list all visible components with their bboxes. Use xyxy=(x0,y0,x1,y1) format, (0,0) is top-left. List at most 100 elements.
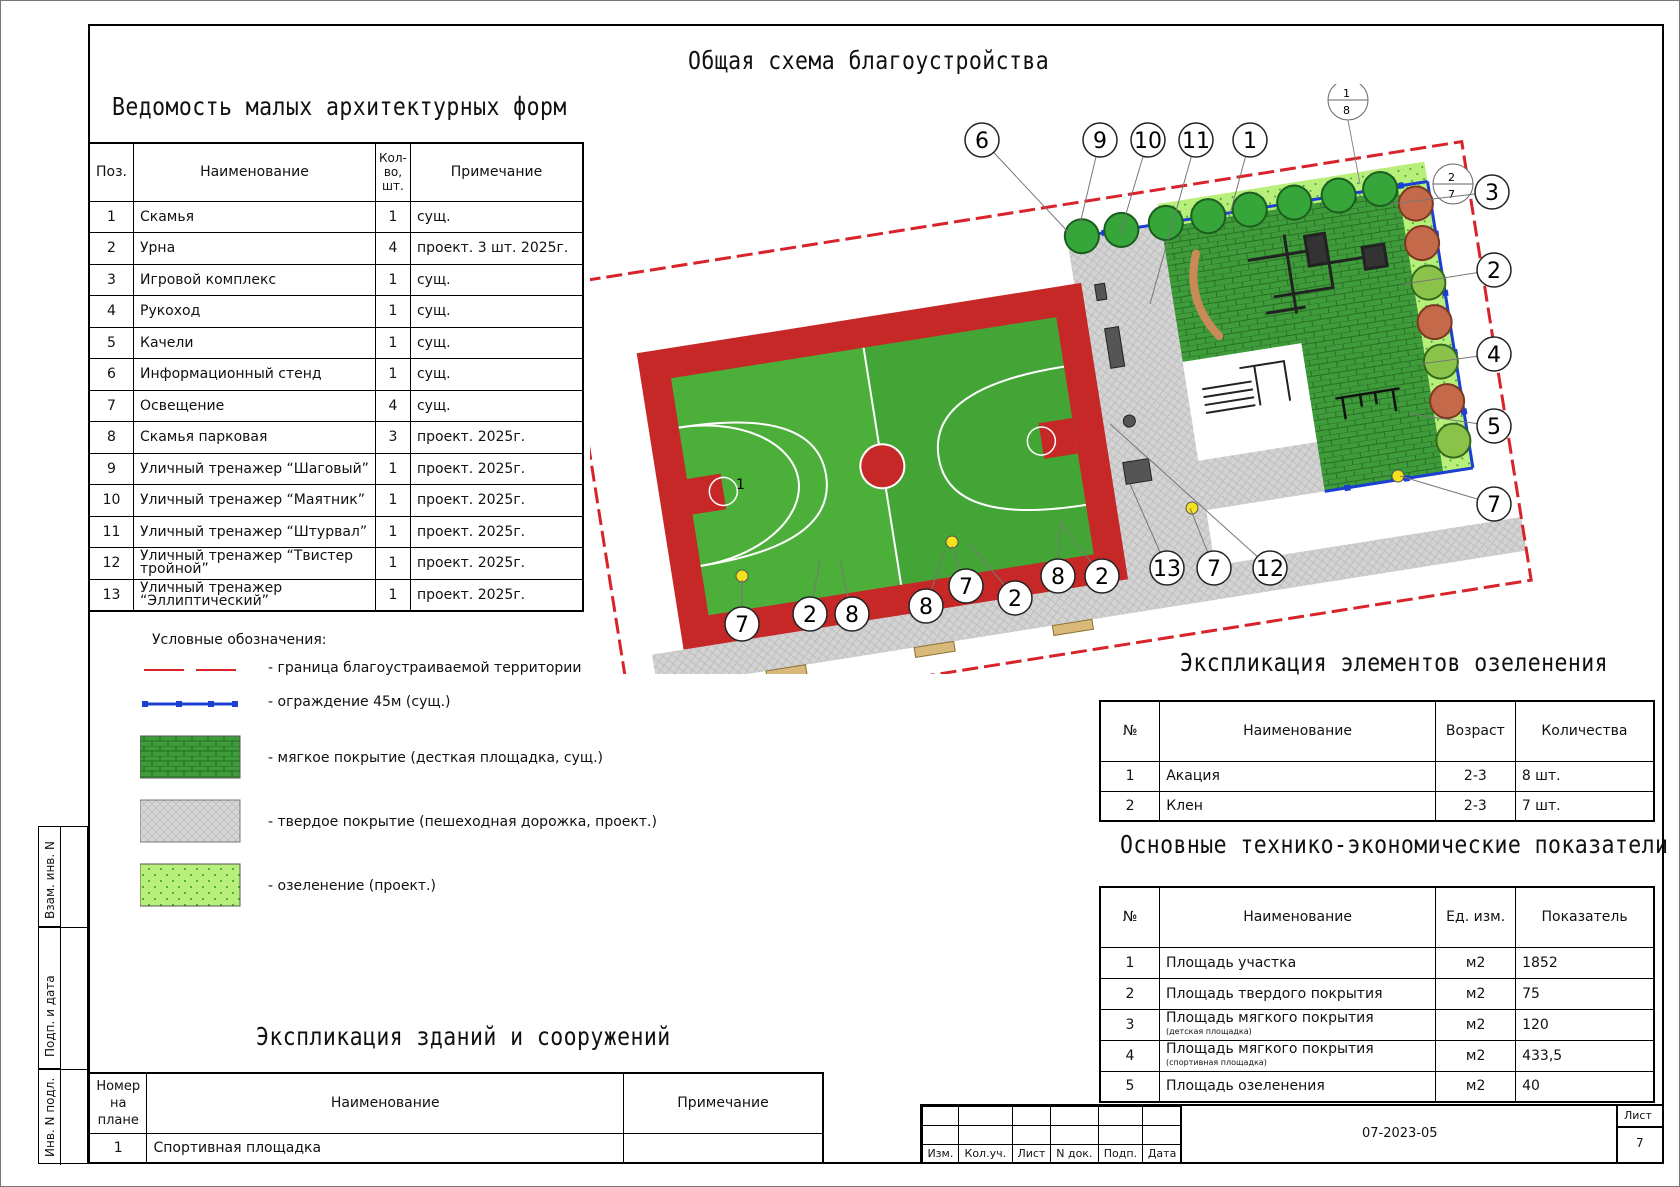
maf-header-name: Наименование xyxy=(133,142,376,202)
section-mark-1: 1 8 xyxy=(1327,84,1369,185)
maf-cell-qty: 1 xyxy=(374,263,411,296)
callout-8: 8 xyxy=(1040,521,1076,594)
indicator-num: 3 xyxy=(1099,1008,1160,1041)
maf-cell-qty: 4 xyxy=(374,232,411,265)
greening-cell-age: 2-3 xyxy=(1434,760,1516,792)
main-title: Общая схема благоустройства xyxy=(688,46,1050,75)
table-row: 1 Площадь участка м2 1852 xyxy=(1099,946,1655,979)
legend-soft-swatch xyxy=(140,735,241,779)
maf-cell-pos: 3 xyxy=(88,263,134,296)
stamp-col-label: Лист xyxy=(1011,1144,1051,1163)
maf-cell-note: сущ. xyxy=(409,326,584,359)
indicator-name: Площадь твердого покрытия xyxy=(1158,977,1437,1010)
indicator-value-text: 40 xyxy=(1522,1078,1540,1095)
benches xyxy=(765,618,1095,674)
callout-label: 8 xyxy=(845,603,859,628)
callout-5: 5 xyxy=(1409,408,1512,444)
greening-cell-qty: 8 шт. xyxy=(1514,760,1655,792)
maf-cell-note: проект. 3 шт. 2025г. xyxy=(409,232,584,265)
callout-8: 8 xyxy=(834,559,870,632)
maf-cell-pos: 8 xyxy=(88,421,134,454)
maf-cell-note: сущ. xyxy=(409,389,584,422)
sports-court xyxy=(636,282,1129,650)
svg-text:8: 8 xyxy=(1343,104,1350,117)
indicators-header-value: Показатель xyxy=(1515,886,1655,948)
callout-label: 7 xyxy=(735,613,749,638)
indicator-name-text: Площадь участка xyxy=(1165,954,1297,971)
maf-cell-note: сущ. xyxy=(409,263,584,296)
callout-2: 2 xyxy=(792,559,828,632)
maf-cell-pos: 6 xyxy=(88,358,134,391)
indicators-header-name: Наименование xyxy=(1158,886,1437,948)
svg-text:7: 7 xyxy=(1448,188,1455,201)
indicator-name: Площадь участка xyxy=(1158,946,1437,979)
maf-cell-qty: 1 xyxy=(374,452,411,485)
maf-cell-pos: 11 xyxy=(88,515,134,548)
maf-cell-note: проект. 2025г. xyxy=(409,515,584,548)
indicator-unit: м2 xyxy=(1435,1008,1517,1041)
indicator-value-text: 1852 xyxy=(1522,954,1558,971)
callout-label: 2 xyxy=(803,603,817,628)
indicator-num-text: 1 xyxy=(1125,954,1135,971)
callout-2: 2 xyxy=(1404,252,1512,288)
buildings-header-note: Примечание xyxy=(622,1072,824,1134)
indicators-header-num: № xyxy=(1099,886,1160,948)
maf-cell-pos: 4 xyxy=(88,295,134,328)
indicator-name: Площадь мягкого покрытия(детская площадк… xyxy=(1158,1008,1437,1041)
maf-cell-name: Уличный тренажер “Эллиптический” xyxy=(133,578,376,611)
greening-header-num: № xyxy=(1099,700,1161,762)
maf-cell-pos: 2 xyxy=(88,232,134,265)
sheet-label: Лист xyxy=(1624,1109,1652,1122)
maf-cell-qty: 1 xyxy=(374,484,411,517)
indicator-unit: м2 xyxy=(1435,1070,1517,1103)
indicator-name-text: Площадь мягкого покрытия xyxy=(1165,1009,1374,1026)
legend-item-soft: - мягкое покрытие (десткая площадка, сущ… xyxy=(268,750,604,766)
callout-1: 1 xyxy=(1229,122,1268,215)
maf-cell-name: Уличный тренажер “Твистер тройной” xyxy=(133,547,376,580)
indicator-unit: м2 xyxy=(1435,1039,1517,1072)
buildings-table: Номер на плане Наименование Примечание 1… xyxy=(88,1072,824,1164)
greening-header-age: Возраст xyxy=(1434,700,1516,762)
side-label-signature: Подп. и дата xyxy=(43,975,57,1057)
callout-8: 8 xyxy=(908,549,946,624)
pedestrian-path xyxy=(652,516,1527,674)
maf-title: Ведомость малых архитектурных форм xyxy=(112,92,567,121)
callout-label: 5 xyxy=(1487,415,1501,440)
indicator-unit-text: м2 xyxy=(1465,954,1486,971)
maf-header-note: Примечание xyxy=(409,142,584,202)
maf-cell-pos: 1 xyxy=(88,200,134,233)
maf-cell-pos: 12 xyxy=(88,547,134,580)
side-stamp-column: Взам. инв. N Подп. и дата Инв. N подл. xyxy=(38,826,88,1165)
callout-9: 9 xyxy=(1079,122,1118,225)
callout-11: 11 xyxy=(1149,122,1214,305)
svg-text:1: 1 xyxy=(1343,87,1350,100)
maf-cell-note: сущ. xyxy=(409,200,584,233)
legend-title: Условные обозначения: xyxy=(152,632,327,648)
maf-header-pos: Поз. xyxy=(88,142,134,202)
maf-cell-name: Уличный тренажер “Маятник” xyxy=(133,484,376,517)
indicator-value-text: 120 xyxy=(1522,1016,1549,1033)
callout-3: 3 xyxy=(1389,174,1510,210)
callout-6: 6 xyxy=(964,122,1071,235)
indicator-subnote: (детская площадка) xyxy=(1165,1026,1252,1036)
indicator-num-text: 3 xyxy=(1125,1016,1135,1033)
maf-cell-note: проект. 2025г. xyxy=(409,484,584,517)
callout-label: 3 xyxy=(1485,181,1499,206)
indicator-value: 120 xyxy=(1515,1008,1655,1041)
maf-cell-note: проект. 2025г. xyxy=(409,421,584,454)
callout-label: 4 xyxy=(1487,343,1501,368)
legend-item-boundary: - граница благоустраиваемой территории xyxy=(268,660,582,676)
document-code: 07-2023-05 xyxy=(1362,1126,1438,1141)
callout-10: 10 xyxy=(1119,122,1166,235)
table-row: 1 Спортивная площадка xyxy=(88,1132,824,1164)
callout-13: 13 xyxy=(1129,483,1185,586)
callout-12: 12 xyxy=(1109,423,1288,586)
maf-cell-name: Освещение xyxy=(133,389,376,422)
maf-cell-qty: 1 xyxy=(374,578,411,611)
